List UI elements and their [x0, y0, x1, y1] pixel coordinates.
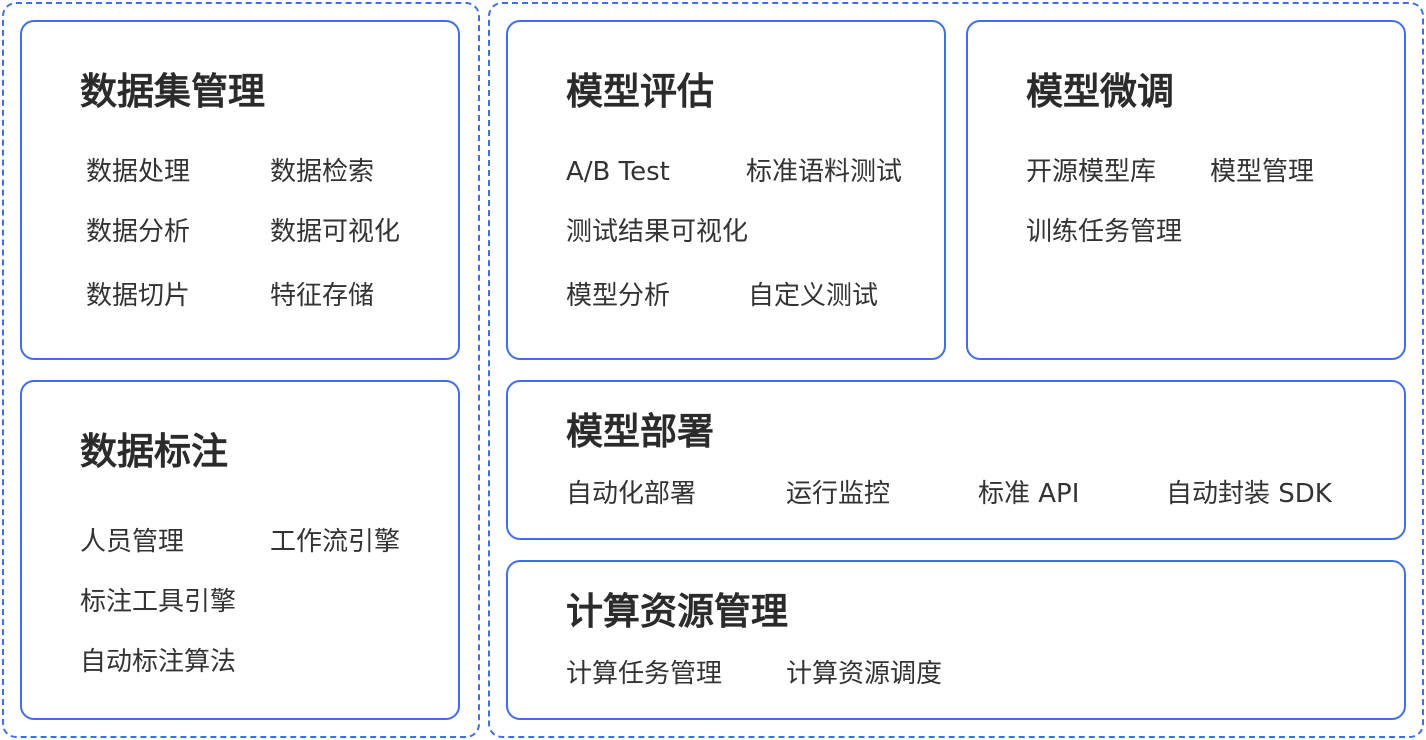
- annotation-item-workflow-engine: 工作流引擎: [270, 527, 401, 557]
- dataset-item-feature-store: 特征存储: [270, 281, 375, 311]
- right-group-dashed-border: [488, 2, 1424, 738]
- evaluation-item-model-analysis: 模型分析: [566, 281, 671, 311]
- data-annotation-card: 数据标注 人员管理 工作流引擎 标注工具引擎 自动标注算法: [20, 380, 460, 720]
- evaluation-item-ab-test: A/B Test: [566, 157, 670, 187]
- left-group-dashed-border: [2, 2, 480, 738]
- annotation-item-tool-engine: 标注工具引擎: [80, 587, 237, 617]
- dataset-item-data-slicing: 数据切片: [86, 281, 191, 311]
- finetuning-item-model-management: 模型管理: [1210, 157, 1315, 187]
- model-evaluation-card: 模型评估 A/B Test 标准语料测试 测试结果可视化 模型分析 自定义测试: [506, 20, 946, 360]
- deployment-item-runtime-monitoring: 运行监控: [786, 479, 891, 509]
- compute-management-title: 计算资源管理: [566, 590, 788, 633]
- model-finetuning-title: 模型微调: [1026, 70, 1174, 113]
- compute-item-resource-scheduling: 计算资源调度: [786, 659, 943, 689]
- model-deployment-card: 模型部署 自动化部署 运行监控 标准 API 自动封装 SDK: [506, 380, 1406, 540]
- evaluation-item-custom-test: 自定义测试: [748, 281, 879, 311]
- dataset-item-data-visualization: 数据可视化: [270, 217, 401, 247]
- dataset-management-title: 数据集管理: [80, 70, 265, 113]
- finetuning-item-open-source-model-library: 开源模型库: [1026, 157, 1157, 187]
- dataset-item-data-analysis: 数据分析: [86, 217, 191, 247]
- annotation-item-auto-algorithm: 自动标注算法: [80, 647, 237, 677]
- deployment-item-auto-sdk: 自动封装 SDK: [1166, 479, 1332, 509]
- evaluation-item-standard-corpus-test: 标准语料测试: [746, 157, 903, 187]
- model-deployment-title: 模型部署: [566, 410, 714, 453]
- compute-management-card: 计算资源管理 计算任务管理 计算资源调度: [506, 560, 1406, 720]
- evaluation-item-result-visualization: 测试结果可视化: [566, 217, 749, 247]
- dataset-item-data-retrieval: 数据检索: [270, 157, 375, 187]
- dataset-management-card: 数据集管理 数据处理 数据检索 数据分析 数据可视化 数据切片 特征存储: [20, 20, 460, 360]
- compute-item-task-management: 计算任务管理: [566, 659, 723, 689]
- model-evaluation-title: 模型评估: [566, 70, 714, 113]
- dataset-item-data-processing: 数据处理: [86, 157, 191, 187]
- finetuning-item-training-task-management: 训练任务管理: [1026, 217, 1183, 247]
- deployment-item-auto-deploy: 自动化部署: [566, 479, 697, 509]
- annotation-item-personnel-management: 人员管理: [80, 527, 185, 557]
- deployment-item-standard-api: 标准 API: [978, 479, 1080, 509]
- data-annotation-title: 数据标注: [80, 430, 228, 473]
- model-finetuning-card: 模型微调 开源模型库 模型管理 训练任务管理: [966, 20, 1406, 360]
